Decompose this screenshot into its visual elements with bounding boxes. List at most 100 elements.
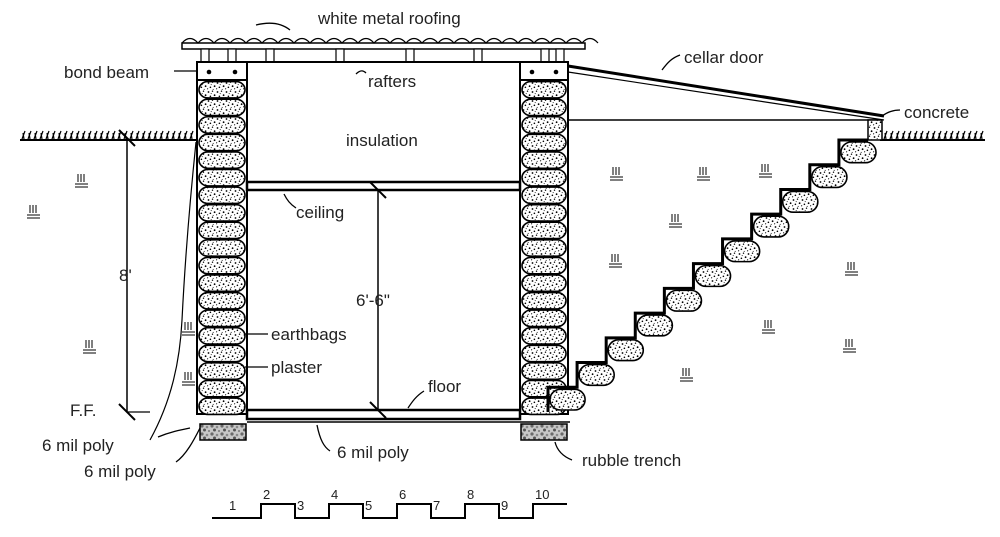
earthbag: [521, 115, 567, 134]
earthbag: [521, 186, 567, 205]
earthbag: [521, 221, 567, 240]
rebar-icon: [529, 69, 535, 75]
soil-hatch-marks: [27, 164, 858, 386]
earthbag: [198, 256, 246, 275]
stair-stone: [840, 141, 877, 164]
leader-lines: [157, 22, 901, 463]
earthbag: [198, 186, 246, 205]
stair-stone: [811, 165, 848, 189]
metal-roofing: [181, 37, 599, 63]
ceiling-height-dimension: [369, 181, 387, 419]
earthbag: [198, 133, 246, 152]
bond-beam-left: [196, 61, 248, 81]
earthbag: [198, 362, 246, 381]
scale-number: 10: [535, 487, 549, 502]
earthbag: [198, 80, 246, 99]
rubble-trench-right: [520, 423, 568, 441]
label-plaster: plaster: [271, 358, 322, 377]
scale-number: 6: [399, 487, 406, 502]
stair-stone: [665, 289, 703, 312]
stair-stone: [636, 314, 674, 337]
stair-stones: [549, 141, 877, 411]
rafter-tail: [540, 48, 550, 63]
earthbag: [198, 168, 246, 187]
earthbag: [521, 256, 567, 275]
earthbag: [198, 309, 246, 328]
earthbag: [198, 239, 246, 257]
ground-right: [880, 130, 985, 141]
wall-height-dimension: [118, 129, 150, 421]
label-bond-beam: bond beam: [64, 63, 149, 82]
earthbag: [521, 203, 567, 222]
rafter-tail: [405, 48, 415, 63]
earthbag: [521, 309, 567, 328]
earthbag: [198, 397, 246, 416]
exterior-poly-line: [149, 141, 197, 441]
label-6-mil-poly-floor: 6 mil poly: [337, 443, 409, 462]
stair-stone: [607, 339, 645, 362]
stair-stone: [752, 215, 790, 238]
earthbag: [198, 98, 246, 117]
earthbag: [198, 151, 246, 170]
label-earthbags: earthbags: [271, 325, 347, 344]
earthbag: [521, 344, 567, 363]
stair-stone: [781, 190, 819, 213]
label-6-mil-poly-1: 6 mil poly: [42, 436, 114, 455]
earthbag: [198, 203, 246, 222]
scale-number: 3: [297, 498, 304, 513]
earthbag: [198, 344, 246, 363]
earthbag: [521, 291, 567, 310]
earthbag: [521, 326, 567, 345]
earthbag: [521, 168, 567, 187]
rafter-tail: [227, 48, 237, 63]
earthbags-right-wall: [521, 80, 567, 416]
label-rubble-trench: rubble trench: [582, 451, 681, 470]
earthbag: [198, 274, 246, 293]
rebar-icon: [553, 69, 559, 75]
earthbag: [198, 326, 246, 345]
earthbag: [521, 98, 567, 117]
label-white-metal-roofing: white metal roofing: [317, 9, 461, 28]
rebar-icon: [232, 69, 238, 75]
ground-left: [20, 130, 196, 141]
bond-beam-right: [519, 61, 569, 81]
rafter-tail: [335, 48, 345, 63]
earthbag: [198, 379, 246, 398]
rubble-trench-left: [199, 423, 247, 441]
stair-stone: [549, 388, 586, 411]
label-ff: F.F.: [70, 401, 96, 420]
earthbag: [521, 133, 567, 152]
label-insulation: insulation: [346, 131, 418, 150]
scale-number: 7: [433, 498, 440, 513]
label-6-6-height: 6'-6": [356, 291, 390, 310]
earthbag: [198, 221, 246, 240]
earthbags-left-wall: [198, 80, 246, 416]
stair-stone: [694, 264, 732, 288]
label-8-foot: 8': [119, 266, 132, 285]
earthbag: [521, 151, 567, 170]
concrete-block: [867, 119, 883, 141]
earthbag: [521, 239, 567, 257]
label-floor: floor: [428, 377, 461, 396]
rafter-tail: [200, 48, 210, 63]
rafter-tail: [265, 48, 275, 63]
earthbag: [521, 80, 567, 99]
scale-number: 9: [501, 498, 508, 513]
ceiling-slab: [245, 180, 522, 192]
rafter-tail: [555, 48, 565, 63]
label-concrete: concrete: [904, 103, 969, 122]
earthbag: [521, 274, 567, 293]
scale-number: 5: [365, 498, 372, 513]
label-6-mil-poly-2: 6 mil poly: [84, 462, 156, 481]
label-cellar-door: cellar door: [684, 48, 764, 67]
label-ceiling: ceiling: [296, 203, 344, 222]
earthbag: [521, 362, 567, 381]
scale-number: 2: [263, 487, 270, 502]
rebar-icon: [206, 69, 212, 75]
label-rafters: rafters: [368, 72, 416, 91]
stair-stone: [723, 240, 761, 263]
scale-number: 4: [331, 487, 338, 502]
rafter-tail: [473, 48, 483, 63]
stair-profile: [546, 138, 868, 412]
